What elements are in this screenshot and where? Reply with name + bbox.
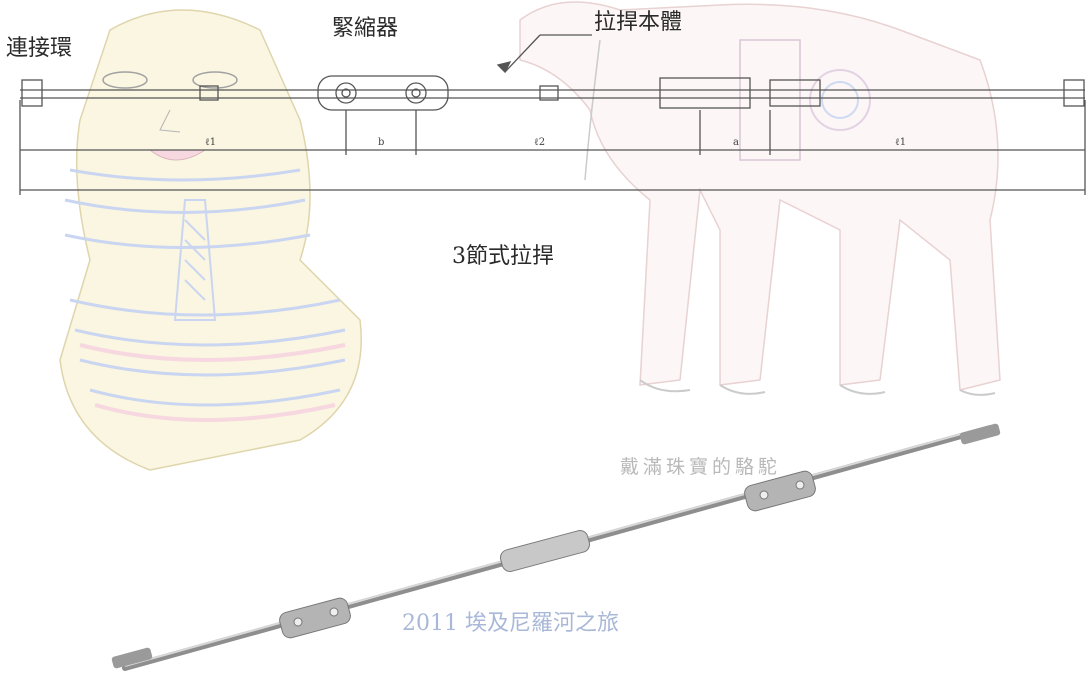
dim-l1-right: ℓ1 [895, 137, 907, 148]
dim-a: a [733, 137, 739, 148]
tightener-label: 緊縮器 [332, 16, 399, 41]
turnbuckle-center [499, 530, 591, 572]
tightener-right [744, 470, 816, 512]
diagram-caption: 3節式拉捍 [452, 244, 554, 269]
camel-watermark-text: 戴滿珠寶的駱駝 [620, 456, 782, 478]
rod-schematic [19, 34, 1086, 195]
rod-3d-render [111, 423, 1001, 671]
end-fitting-right [959, 423, 1001, 445]
tightener-left [279, 597, 351, 639]
pharaoh-mask-drawing [59, 9, 362, 471]
trip-title: 2011 埃及尼羅河之旅 [402, 611, 619, 636]
rod-body-label: 拉捍本體 [594, 10, 683, 35]
dim-b: b [378, 137, 385, 148]
end-fitting-left [111, 647, 153, 669]
connector-ring-label: 連接環 [6, 36, 73, 61]
dim-l1-left: ℓ1 [205, 137, 217, 148]
dim-l2: ℓ2 [534, 137, 546, 148]
camel-drawing [519, 1, 1001, 396]
